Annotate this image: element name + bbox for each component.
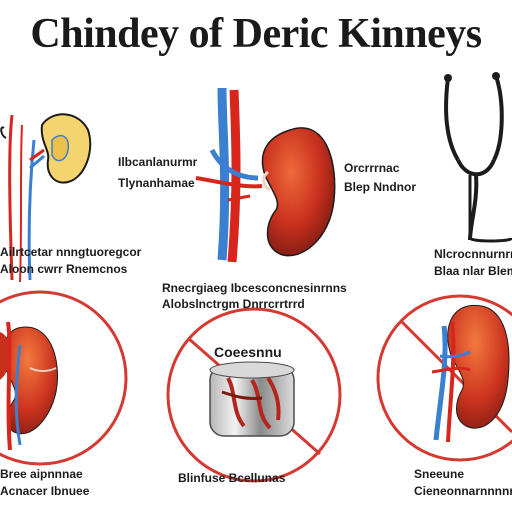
label-line: Ilbcanlanurmr — [118, 155, 198, 169]
label-line: Aloon cwrr Rnemcnos — [0, 262, 128, 276]
label-line: Nlcrocnnurnrnnar — [434, 247, 512, 261]
kidney-section-icon — [0, 113, 92, 283]
label-bottom-right: Sneeune Cieneonnarnnnnn — [414, 468, 512, 498]
label-line: Blaa nlar Blemir — [434, 264, 512, 278]
label-bottom-center: Blinfuse Bcellunas — [178, 471, 286, 485]
label-line: Tlynanhamae — [118, 176, 195, 190]
stethoscope-icon — [444, 72, 512, 243]
label-left-lower: Ailrtcetar nnngtuoregcor Aloon cwrr Rnem… — [0, 246, 141, 276]
label-line: Alobslnctrgm Dnrrcrrtrrd — [162, 297, 305, 311]
label-bottom-left: Bree aipnnnae Acnacer Ibnuee — [0, 468, 89, 498]
label-line: Acnacer Ibnuee — [0, 484, 90, 498]
kidney-icon — [195, 87, 336, 263]
label-line: Bree aipnnnae — [0, 467, 83, 481]
prohibition-ring-icon — [376, 294, 512, 462]
label-center-right: Orcrrrnac Blep Nndnor — [344, 162, 416, 194]
label-center-lower: Rnecrgiaeg Ibcesconcnesinrnns Alobslnctr… — [162, 282, 347, 311]
label-line: Rnecrgiaeg Ibcesconcnesinrnns — [162, 281, 347, 295]
label-line: Orcrrrnac — [344, 161, 400, 175]
page-title: Chindey of Deric Kinneys — [30, 11, 482, 57]
label-line: Cieneonnarnnnnn — [414, 484, 512, 498]
label-ring-center-top: Coeesnnu — [214, 344, 282, 360]
label-right-lower: Nlcrocnnurnrnnar Blaa nlar Blemir — [434, 248, 512, 278]
label-line: Sneeune — [414, 467, 465, 481]
prohibition-ring-icon — [0, 290, 128, 466]
label-line: Blep Nndnor — [344, 180, 416, 194]
prohibition-ring-icon — [166, 307, 342, 483]
label-left-mid: Ilbcanlanurmr Tlynanhamae — [118, 156, 197, 190]
label-line: Ailrtcetar nnngtuoregcor — [0, 245, 142, 259]
